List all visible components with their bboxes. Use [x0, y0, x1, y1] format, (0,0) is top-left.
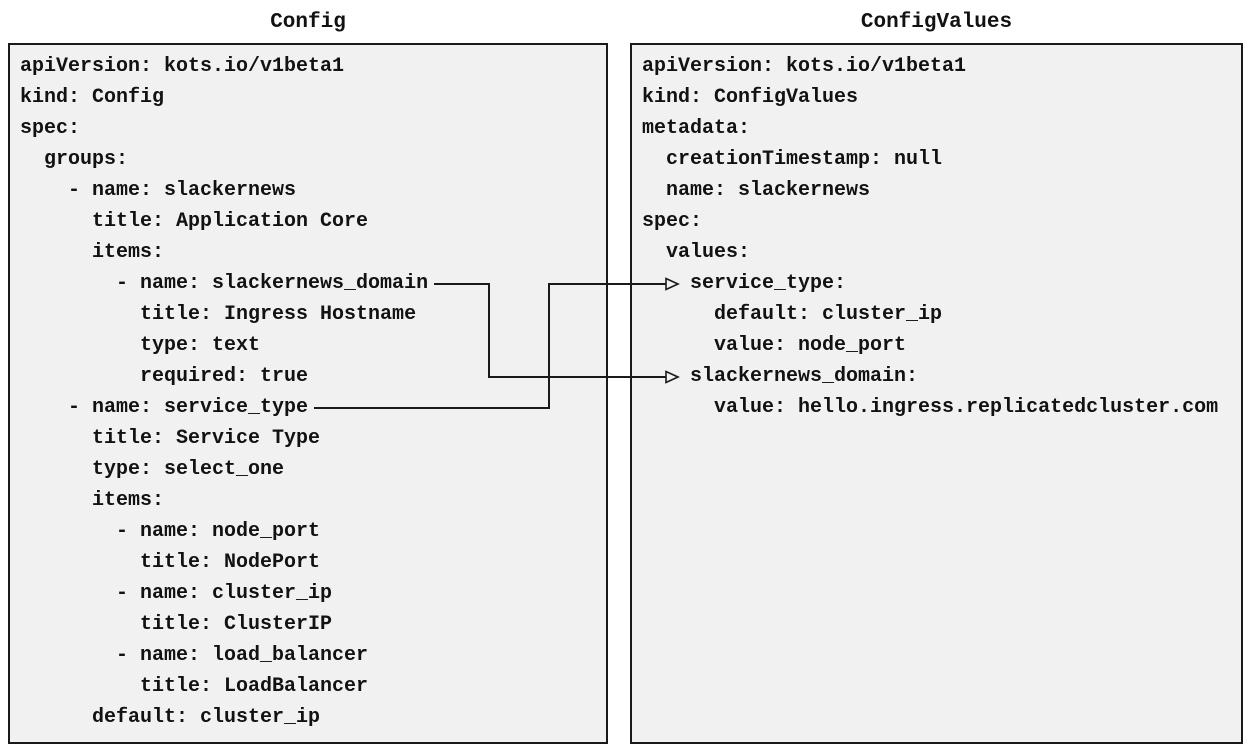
configvalues-yaml-line: kind: ConfigValues — [642, 86, 859, 109]
config-yaml-line: spec: — [20, 117, 81, 140]
config-yaml-line: groups: — [20, 148, 129, 171]
configvalues-yaml-line: value: node_port — [642, 334, 907, 357]
config-yaml-line: items: — [20, 489, 165, 512]
config-yaml-line: required: true — [20, 365, 309, 388]
config-yaml-line: - name: cluster_ip — [20, 582, 333, 605]
config-yaml-line: title: NodePort — [20, 551, 321, 574]
config-yaml-line: title: ClusterIP — [20, 613, 333, 636]
configvalues-yaml-line: values: — [642, 241, 751, 264]
configvalues-yaml-line: metadata: — [642, 117, 751, 140]
configvalues-yaml-line: value: hello.ingress.replicatedcluster.c… — [642, 396, 1219, 419]
configvalues-panel-title: ConfigValues — [860, 11, 1013, 34]
config-yaml-line: type: select_one — [20, 458, 285, 481]
configvalues-yaml-code: apiVersion: kots.io/v1beta1 kind: ConfigV… — [632, 45, 1241, 423]
configvalues-yaml-line: apiVersion: kots.io/v1beta1 — [642, 55, 967, 78]
config-yaml-line: - name: service_type — [20, 396, 309, 419]
config-yaml-line: - name: slackernews — [20, 179, 297, 202]
configvalues-panel: apiVersion: kots.io/v1beta1 kind: ConfigV… — [630, 43, 1243, 744]
configvalues-yaml-line: service_type: — [642, 272, 847, 295]
configvalues-yaml-line: slackernews_domain: — [642, 365, 919, 388]
config-yaml-line: items: — [20, 241, 165, 264]
config-yaml-line: - name: slackernews_domain — [20, 272, 429, 295]
configvalues-yaml-line: creationTimestamp: null — [642, 148, 943, 171]
config-yaml-line: title: Application Core — [20, 210, 369, 233]
configvalues-yaml-line: spec: — [642, 210, 703, 233]
config-yaml-line: default: cluster_ip — [20, 706, 321, 729]
config-yaml-line: - name: node_port — [20, 520, 321, 543]
config-yaml-line: - name: load_balancer — [20, 644, 369, 667]
config-yaml-line: title: LoadBalancer — [20, 675, 369, 698]
configvalues-yaml-line: name: slackernews — [642, 179, 871, 202]
config-yaml-line: apiVersion: kots.io/v1beta1 — [20, 55, 345, 78]
config-panel: apiVersion: kots.io/v1beta1 kind: Config s… — [8, 43, 608, 744]
config-panel-title: Config — [270, 11, 346, 34]
config-yaml-line: title: Ingress Hostname — [20, 303, 417, 326]
config-yaml-line: kind: Config — [20, 86, 165, 109]
configvalues-yaml-line: default: cluster_ip — [642, 303, 943, 326]
config-yaml-line: title: Service Type — [20, 427, 321, 450]
config-yaml-line: type: text — [20, 334, 261, 357]
config-yaml-code: apiVersion: kots.io/v1beta1 kind: Config s… — [10, 45, 606, 733]
